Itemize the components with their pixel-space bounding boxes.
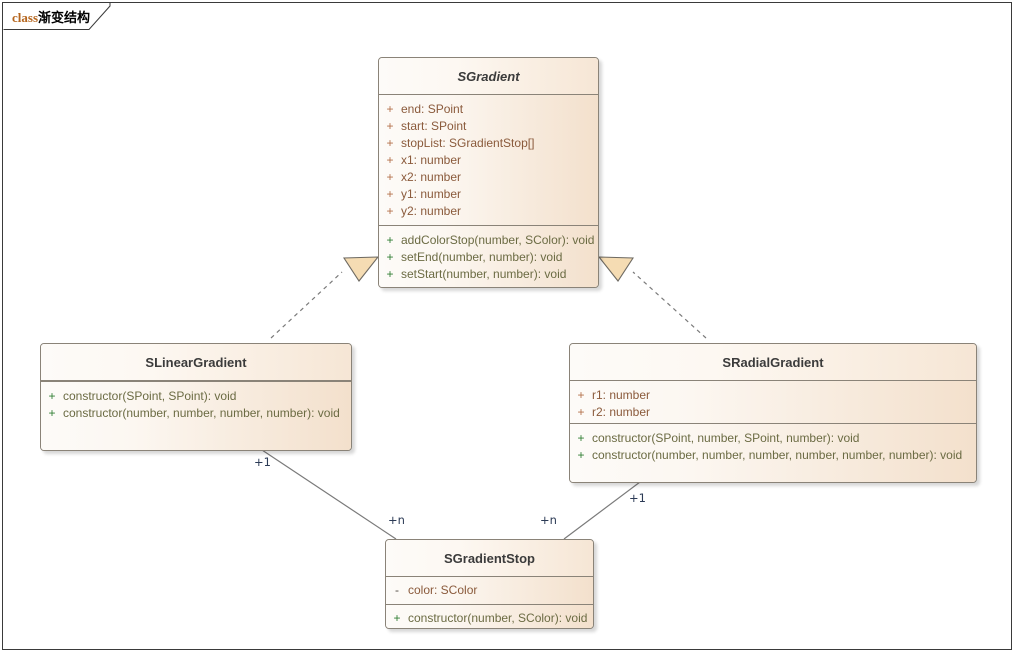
frame-tab-shape	[3, 3, 111, 30]
class-title-slineargradient: SLinearGradient	[41, 344, 351, 381]
visibility-marker: +	[386, 119, 394, 133]
attribute-row: + stopList: SGradientStop[]	[379, 135, 598, 152]
class-box-slineargradient[interactable]: SLinearGradient + constructor(SPoint, SP…	[40, 343, 352, 451]
attribute-signature: r2: number	[592, 405, 651, 419]
attribute-row: - color: SColor	[386, 582, 593, 599]
visibility-marker: +	[393, 611, 401, 625]
class-title-sgradientstop: SGradientStop	[386, 540, 593, 577]
visibility-marker: -	[395, 583, 399, 597]
attribute-signature: end: SPoint	[401, 102, 464, 116]
attribute-row: + x1: number	[379, 152, 598, 169]
operation-signature: constructor(SPoint, SPoint): void	[63, 389, 237, 403]
mult-radial-one: +1	[629, 491, 646, 505]
operation-row: + setEnd(number, number): void	[379, 249, 598, 266]
operation-row: + setStart(number, number): void	[379, 266, 598, 283]
class-box-sradialgradient[interactable]: SRadialGradient + r1: number + r2: numbe…	[569, 343, 977, 483]
attribute-row: + start: SPoint	[379, 118, 598, 135]
class-box-sgradientstop[interactable]: SGradientStop - color: SColor + construc…	[385, 539, 594, 629]
frame-keyword: class	[12, 10, 38, 25]
attribute-signature: x2: number	[401, 170, 462, 184]
visibility-marker: +	[386, 233, 394, 247]
operation-signature: setEnd(number, number): void	[401, 250, 563, 264]
operation-signature: constructor(number, number, number, numb…	[592, 448, 963, 462]
attribute-signature: y2: number	[401, 204, 462, 218]
visibility-marker: +	[386, 170, 394, 184]
operation-signature: setStart(number, number): void	[401, 267, 567, 281]
operation-signature: addColorStop(number, SColor): void	[401, 233, 595, 247]
operation-row: + constructor(number, number, number, nu…	[41, 405, 351, 422]
attribute-row: + y2: number	[379, 203, 598, 220]
class-box-sgradient[interactable]: SGradient + end: SPoint + start: SPoint …	[378, 57, 599, 288]
operation-row: + constructor(number, SColor): void	[386, 610, 593, 627]
visibility-marker: +	[386, 267, 394, 281]
visibility-marker: +	[386, 250, 394, 264]
attributes-compartment-sgradientstop: - color: SColor	[386, 577, 593, 604]
operation-signature: constructor(number, SColor): void	[408, 611, 588, 625]
attribute-row: + x2: number	[379, 169, 598, 186]
visibility-marker: +	[48, 389, 56, 403]
visibility-marker: +	[577, 448, 585, 462]
visibility-marker: +	[386, 153, 394, 167]
operation-row: + constructor(SPoint, number, SPoint, nu…	[570, 430, 976, 447]
frame-name: 渐变结构	[38, 11, 91, 26]
attribute-row: + y1: number	[379, 186, 598, 203]
operation-row: + constructor(SPoint, SPoint): void	[41, 388, 351, 405]
operations-compartment-slineargradient: + constructor(SPoint, SPoint): void + co…	[41, 381, 351, 450]
mult-linear-many: +n	[388, 513, 405, 527]
attribute-row: + end: SPoint	[379, 101, 598, 118]
visibility-marker: +	[577, 405, 585, 419]
operation-row: + addColorStop(number, SColor): void	[379, 232, 598, 249]
attribute-signature: color: SColor	[408, 583, 478, 597]
attributes-compartment-sgradient: + end: SPoint + start: SPoint + stopList…	[379, 95, 598, 225]
operation-signature: constructor(number, number, number, numb…	[63, 406, 340, 420]
attribute-signature: y1: number	[401, 187, 462, 201]
class-title-sradialgradient: SRadialGradient	[570, 344, 976, 381]
visibility-marker: +	[386, 187, 394, 201]
frame-tab-label: class渐变结构	[12, 7, 90, 26]
attribute-signature: start: SPoint	[401, 119, 467, 133]
visibility-marker: +	[577, 431, 585, 445]
attribute-row: + r1: number	[570, 387, 976, 404]
operations-compartment-sgradient: + addColorStop(number, SColor): void + s…	[379, 225, 598, 287]
attribute-signature: r1: number	[592, 388, 651, 402]
attribute-signature: x1: number	[401, 153, 462, 167]
visibility-marker: +	[386, 102, 394, 116]
visibility-marker: +	[386, 136, 394, 150]
mult-linear-one: +1	[254, 455, 271, 469]
operations-compartment-sradialgradient: + constructor(SPoint, number, SPoint, nu…	[570, 423, 976, 482]
operation-row: + constructor(number, number, number, nu…	[570, 447, 976, 464]
operations-compartment-sgradientstop: + constructor(number, SColor): void	[386, 604, 593, 628]
class-title-sgradient: SGradient	[379, 58, 598, 95]
attribute-signature: stopList: SGradientStop[]	[401, 136, 535, 150]
attribute-row: + r2: number	[570, 404, 976, 421]
attributes-compartment-sradialgradient: + r1: number + r2: number	[570, 381, 976, 423]
visibility-marker: +	[577, 388, 585, 402]
operation-signature: constructor(SPoint, number, SPoint, numb…	[592, 431, 860, 445]
diagram-frame-tab: class渐变结构	[2, 2, 111, 30]
visibility-marker: +	[386, 204, 394, 218]
visibility-marker: +	[48, 406, 56, 420]
mult-radial-many: +n	[540, 513, 557, 527]
